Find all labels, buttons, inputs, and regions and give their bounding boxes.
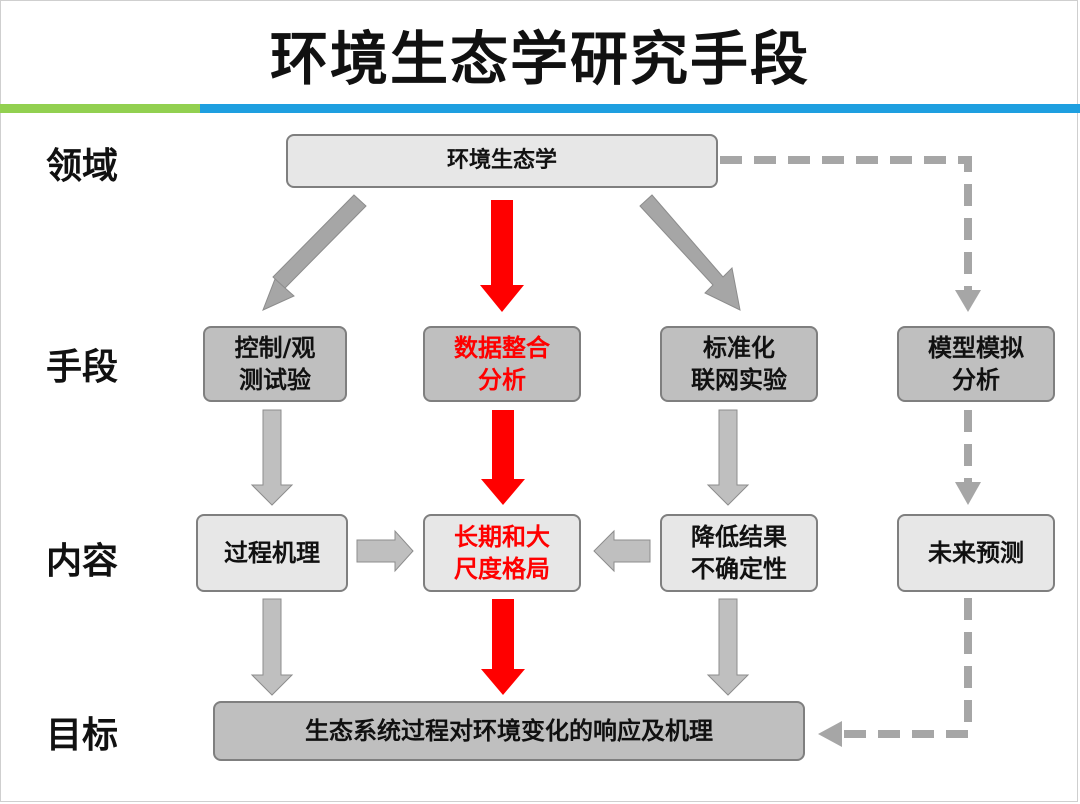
arrow-means-3-to-content-3 bbox=[706, 409, 750, 506]
row-label-means: 手段 bbox=[46, 347, 119, 388]
slide-title: 环境生态学研究手段 bbox=[269, 25, 810, 93]
arrow-top-to-means-3 bbox=[639, 194, 741, 311]
dashed-arrowhead-content-4 bbox=[955, 482, 981, 505]
node-means-3: 标准化 联网实验 bbox=[660, 326, 818, 402]
node-content-3: 降低结果 不确定性 bbox=[660, 514, 818, 592]
arrow-content-3-to-goal bbox=[706, 598, 750, 696]
arrow-top-to-means-1 bbox=[262, 194, 367, 311]
node-content-1: 过程机理 bbox=[196, 514, 348, 592]
arrow-top-to-means-2 bbox=[480, 200, 524, 312]
dashed-path-top-to-means-4 bbox=[720, 156, 972, 290]
arrow-content-2-to-goal bbox=[481, 599, 525, 695]
row-label-goal: 目标 bbox=[46, 715, 119, 756]
node-content-4: 未来预测 bbox=[897, 514, 1055, 592]
arrow-content-1-to-content-2 bbox=[356, 529, 414, 573]
arrow-means-1-to-content-1 bbox=[250, 409, 294, 506]
node-means-1: 控制/观 测试验 bbox=[203, 326, 347, 402]
arrow-means-2-to-content-2 bbox=[481, 410, 525, 505]
dashed-path-content-4-to-goal bbox=[842, 598, 972, 738]
arrow-content-3-to-content-2 bbox=[593, 529, 651, 573]
node-top: 环境生态学 bbox=[286, 134, 718, 188]
node-means-4: 模型模拟 分析 bbox=[897, 326, 1055, 402]
node-means-2: 数据整合 分析 bbox=[423, 326, 581, 402]
row-label-field: 领域 bbox=[46, 146, 119, 187]
row-label-content: 内容 bbox=[46, 541, 119, 582]
accent-bar-blue bbox=[200, 104, 1080, 113]
node-content-2: 长期和大 尺度格局 bbox=[423, 514, 581, 592]
accent-bar-green bbox=[0, 104, 200, 113]
arrow-content-1-to-goal bbox=[250, 598, 294, 696]
node-goal: 生态系统过程对环境变化的响应及机理 bbox=[213, 701, 805, 761]
dashed-arrowhead-goal bbox=[818, 721, 842, 747]
dashed-arrowhead-means-4 bbox=[955, 290, 981, 312]
